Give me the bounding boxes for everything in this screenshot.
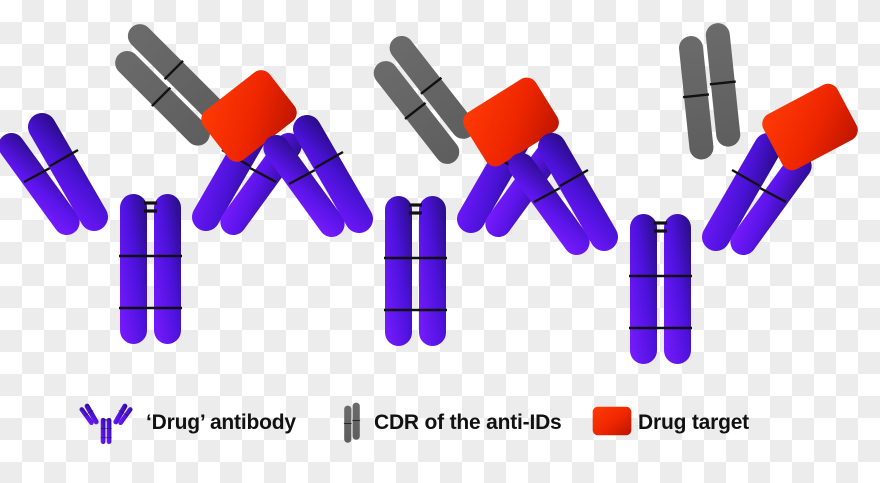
panel-3-displaced-target-complex bbox=[501, 20, 862, 366]
legend-item-cdr: CDR of the anti-IDs bbox=[343, 402, 562, 444]
legend-item-drug-target: Drug target bbox=[592, 406, 749, 436]
legend-label-drug-target: Drug target bbox=[638, 411, 749, 434]
cdr-bars-icon bbox=[343, 402, 361, 444]
legend: ‘Drug’ antibody CDR of the anti-IDs Drug… bbox=[78, 402, 749, 445]
panel-1-fully-bound-complex bbox=[0, 17, 309, 346]
antibody-y-icon bbox=[78, 402, 134, 445]
drug-target-block-icon bbox=[592, 406, 632, 436]
cdr-anti-id-3 bbox=[674, 20, 745, 162]
legend-label-drug-antibody: ‘Drug’ antibody bbox=[146, 411, 296, 434]
legend-label-cdr: CDR of the anti-IDs bbox=[374, 411, 562, 434]
drug-antibody-3 bbox=[501, 126, 819, 366]
cdr-anti-id-2 bbox=[360, 29, 489, 171]
legend-item-drug-antibody: ‘Drug’ antibody bbox=[78, 402, 297, 445]
